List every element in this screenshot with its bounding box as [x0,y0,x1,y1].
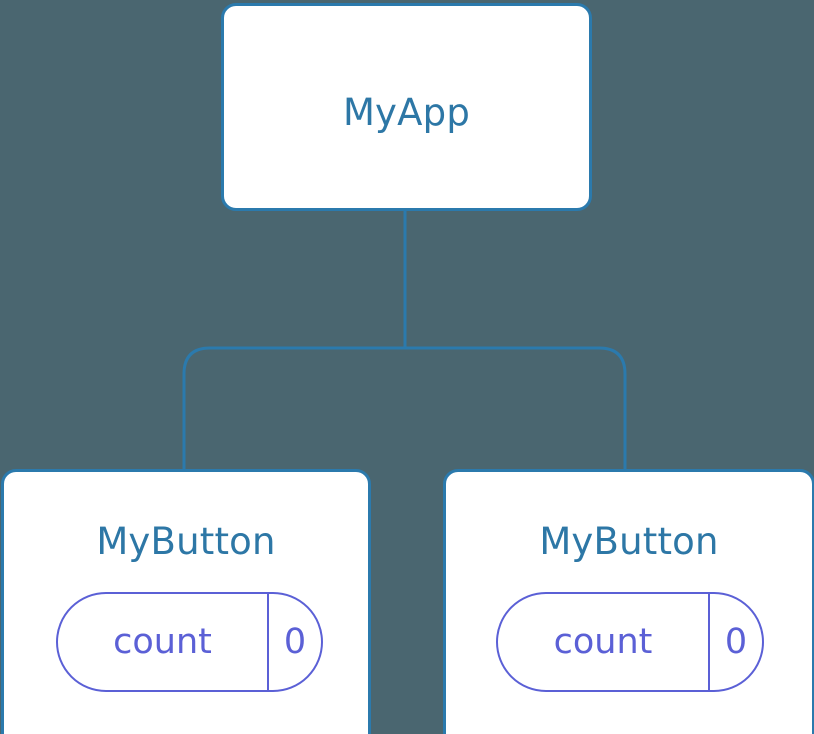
state-pill-2-divider [708,594,710,690]
node-mybutton-1[interactable]: MyButton count 0 [1,469,371,734]
connector-branch-right [405,346,627,470]
node-mybutton-2-label: MyButton [539,520,719,563]
state-pill-1-key: count [113,622,212,662]
node-myapp-label: MyApp [342,91,471,134]
node-myapp[interactable]: MyApp [221,3,592,211]
node-mybutton-2[interactable]: MyButton count 0 [443,469,814,734]
state-pill-1-value: 0 [283,622,307,662]
state-pill-1-divider [267,594,269,690]
state-pill-2[interactable]: count 0 [496,592,764,692]
connector-branch-left [182,346,405,470]
node-mybutton-1-label: MyButton [96,520,276,563]
state-pill-2-key: count [553,622,653,662]
state-pill-2-value: 0 [724,622,748,662]
state-pill-1[interactable]: count 0 [56,592,323,692]
